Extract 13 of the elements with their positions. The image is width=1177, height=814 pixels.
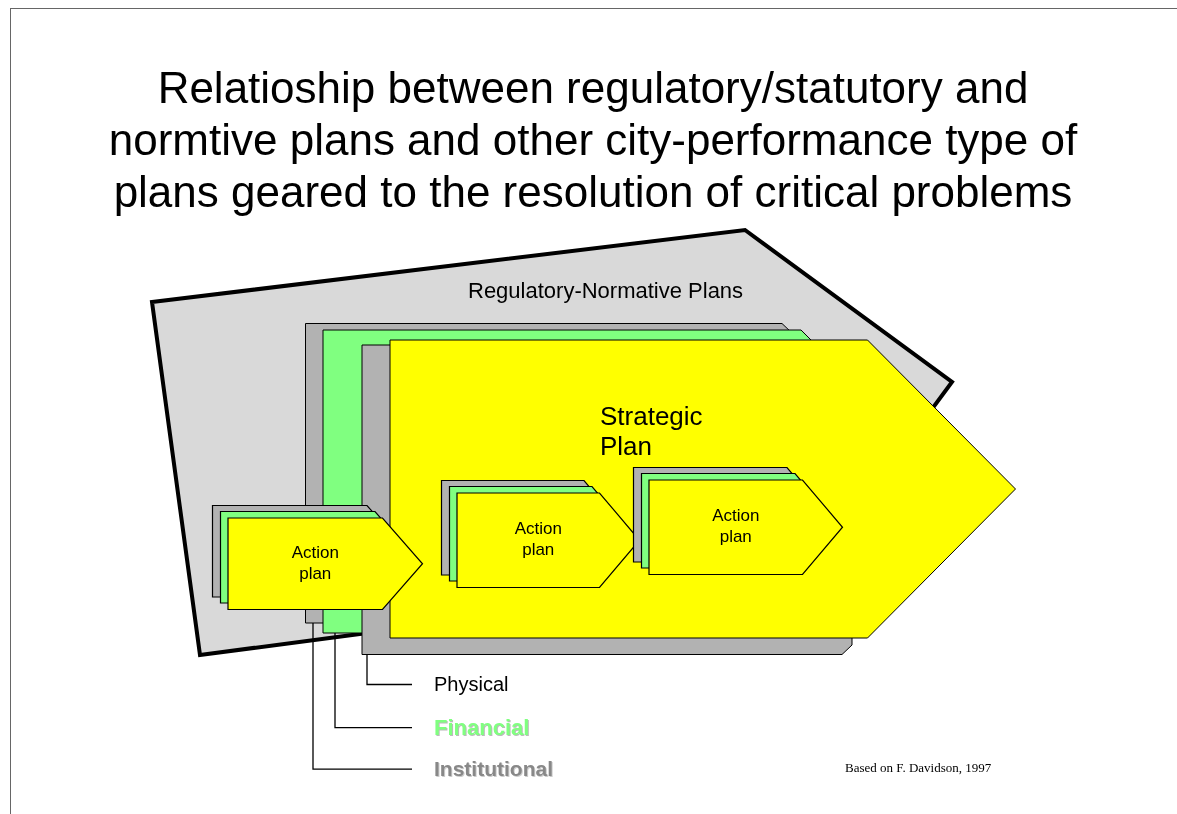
leader-line [366,654,413,686]
title: Relatioship between regulatory/statutory and normtive plans and other city-performance type of plans geared to the resolution of critical problems [107,62,1079,218]
plan-label: Action plan [290,541,340,584]
source-note: Based on F. Davidson, 1997 [845,760,992,776]
layer-label: Financial [433,715,530,741]
leader-line [312,622,413,770]
layer-label: Institutional [433,757,553,782]
plan-label: Regulatory-Normative Plans [468,278,745,304]
leader-line [334,632,413,729]
plan-label: Action plan [513,518,563,561]
plan-label: Action plan [711,505,761,548]
plan-label: Strategic Plan [600,402,704,462]
layer-label: Physical [433,673,509,696]
